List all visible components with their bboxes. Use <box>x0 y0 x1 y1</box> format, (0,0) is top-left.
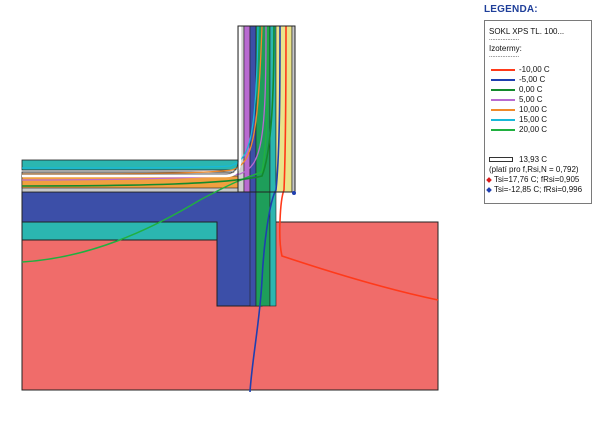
isotherm-label: 0,00 C <box>519 85 543 94</box>
dew-point-line <box>22 26 242 178</box>
isotherm-20 <box>21 25 269 263</box>
isotherm-swatch <box>491 79 515 81</box>
isotherm-legend-item: -10,00 C <box>491 65 591 75</box>
legend-separator-2: .................. <box>489 53 520 59</box>
isotherm-legend-item: 20,00 C <box>491 125 591 135</box>
isotherm-10 <box>21 25 263 175</box>
isotherm-label: 20,00 C <box>519 125 548 134</box>
frsi-note: (platí pro f,Rsi,N = 0,792) <box>489 165 579 174</box>
dew-point-line-outline <box>22 26 239 175</box>
point-label: Tsi=-12,85 C; fRsi=0,996 <box>494 185 583 194</box>
isotherm-5 <box>21 25 267 181</box>
isotherm-label: 10,00 C <box>519 105 548 114</box>
isotherm-swatch <box>491 69 515 71</box>
isotherm-legend-item: 15,00 C <box>491 115 591 125</box>
isotherm-label: 5,00 C <box>519 95 543 104</box>
point-label: Tsi=17,76 C; fRsi=0,905 <box>494 175 580 184</box>
underfloor-insulation <box>21 221 218 241</box>
legend-title: LEGENDA: <box>484 4 538 15</box>
point-marker-icon <box>486 187 492 193</box>
legend-model-name: SOKL XPS TL. 100... <box>489 27 565 36</box>
isotherm-swatch <box>491 99 515 101</box>
isotherm-swatch <box>491 109 515 111</box>
isotherm-legend-item: -5,00 C <box>491 75 591 85</box>
isotherm-label: -10,00 C <box>519 65 550 74</box>
point-marker-icon <box>486 177 492 183</box>
isotherm-legend-item: 10,00 C <box>491 105 591 115</box>
isotherm-swatch <box>491 129 515 131</box>
isotherm-minus10 <box>279 25 439 301</box>
wall-purple <box>243 25 251 193</box>
isotherm-label: -5,00 C <box>519 75 546 84</box>
point-legend-item: Tsi=-12,85 C; fRsi=0,996 <box>486 185 583 194</box>
dew-line-label: 13,93 C <box>519 155 548 164</box>
isotherm-15 <box>21 25 259 169</box>
point-legend-item: Tsi=17,76 C; fRsi=0,905 <box>486 175 580 184</box>
isotherm-legend-item: 0,00 C <box>491 85 591 95</box>
legend-panel: SOKL XPS TL. 100... .................. I… <box>484 20 592 204</box>
dew-line-symbol <box>489 157 513 162</box>
isotherm-legend-item: 5,00 C <box>491 95 591 105</box>
legend-isotherms-label: Izotermy: <box>489 44 522 53</box>
isotherm-label: 15,00 C <box>519 115 548 124</box>
legend-separator: .................. <box>489 36 520 42</box>
isotherm-minus5 <box>249 25 281 393</box>
isotherm-swatch <box>491 89 515 91</box>
point-marker-exterior <box>292 191 296 195</box>
isotherm-0 <box>21 25 275 187</box>
isotherm-swatch <box>491 119 515 121</box>
